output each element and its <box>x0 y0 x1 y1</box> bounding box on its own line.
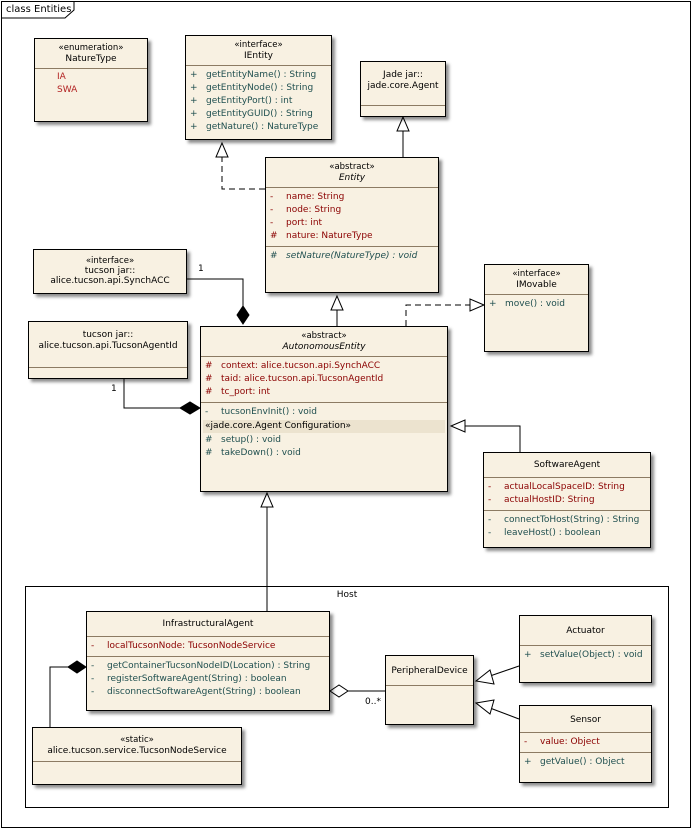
naturetype-name: NatureType <box>65 54 117 64</box>
attribute-row: -node: String <box>270 205 342 215</box>
frame-tab-shape <box>1 1 75 19</box>
host-package-title: Host <box>336 590 358 600</box>
operation-row: #takeDown() : void <box>205 448 301 458</box>
peripheral-arrowhead-sensor <box>474 699 495 715</box>
actuator-extends-peripheral <box>489 665 520 677</box>
operation-row: -disconnectSoftwareAgent(String) : boole… <box>91 687 301 697</box>
agentid-name: alice.tucson.api.TucsonAgentId <box>38 341 178 351</box>
class-sensor[interactable]: Sensor -value: Object +getValue() : Obje… <box>519 705 652 783</box>
naturetype-stereotype: «enumeration» <box>58 43 124 53</box>
operation-row: -connectToHost(String) : String <box>488 515 640 525</box>
peripheral-arrowhead-actuator <box>474 669 495 685</box>
class-jade-agent[interactable]: Jade jar:: jade.core.Agent <box>360 61 446 117</box>
class-ientity[interactable]: «interface» IEntity +getEntityName() : S… <box>185 35 332 140</box>
class-tucson-agent-id[interactable]: tucson jar:: alice.tucson.api.TucsonAgen… <box>28 321 188 379</box>
operation-row: -registerSoftwareAgent(String) : boolean <box>91 674 287 684</box>
agentid-composition-diamond <box>179 401 201 415</box>
softwareagent-name: SoftwareAgent <box>533 460 601 470</box>
jade-agent-name: jade.core.Agent <box>367 81 439 91</box>
ientity-arrowhead <box>215 141 229 158</box>
actuator-name: Actuator <box>566 626 605 636</box>
operation-row: +getNature() : NatureType <box>190 122 319 132</box>
nodeservice-name: alice.tucson.service.TucsonNodeService <box>47 746 227 756</box>
attribute-row: -actualHostID: String <box>488 495 595 505</box>
synchacc-stereotype: «interface» <box>85 256 135 266</box>
jade-agent-package: Jade jar:: <box>383 70 423 80</box>
operation-row: -getContainerTucsonNodeID(Location) : St… <box>91 661 311 671</box>
peripheral-name: PeripheralDevice <box>391 666 468 676</box>
softwareagent-extends-autonomous <box>465 425 521 452</box>
attribute-row: -localTucsonNode: TucsonNodeService <box>91 641 276 651</box>
autonomous-name: AutonomousEntity <box>282 342 366 352</box>
operation-row: -leaveHost() : boolean <box>488 528 601 538</box>
sensor-name: Sensor <box>570 715 601 725</box>
operation-row: +getValue() : Object <box>524 757 625 767</box>
ientity-name: IEntity <box>244 51 273 61</box>
operation-row: +getEntityGUID() : String <box>190 109 313 119</box>
aggregation-diamond <box>329 684 349 698</box>
class-actuator[interactable]: Actuator +setValue(Object) : void <box>519 615 652 683</box>
synchacc-composition <box>187 278 244 306</box>
synchacc-name: alice.tucson.api.SynchACC <box>50 276 170 286</box>
operation-row: +getEntityPort() : int <box>190 96 293 106</box>
synchacc-multiplicity: 1 <box>198 264 204 274</box>
attribute-row: #nature: NatureType <box>270 231 373 241</box>
entity-stereotype: «abstract» <box>329 162 375 172</box>
class-entity[interactable]: «abstract» Entity -name: String -node: S… <box>265 157 439 293</box>
attribute-row: -port: int <box>270 218 323 228</box>
entity-realizes-ientity <box>221 157 265 190</box>
imovable-arrowhead <box>469 298 486 312</box>
operation-row: +getEntityName() : String <box>190 70 317 80</box>
imovable-stereotype: «interface» <box>512 269 561 279</box>
attribute-row: #taid: alice.tucson.api.TucsonAgentId <box>205 374 384 384</box>
peripheral-multiplicity: 0..* <box>365 697 381 707</box>
nodeservice-stereotype: «static» <box>120 735 154 745</box>
sensor-extends-peripheral <box>489 707 520 720</box>
entity-name: Entity <box>338 173 366 183</box>
nodeservice-composition-diamond <box>67 660 87 674</box>
autonomous-stereotype: «abstract» <box>301 331 347 341</box>
enum-literal: SWA <box>57 85 78 95</box>
attribute-row: #tc_port: int <box>205 387 271 397</box>
operation-row: +setValue(Object) : void <box>524 650 643 660</box>
attribute-row: -value: Object <box>524 737 600 747</box>
class-peripheral-device[interactable]: PeripheralDevice <box>385 655 474 725</box>
synchacc-composition-diamond <box>236 305 250 325</box>
attribute-row: -name: String <box>270 192 345 202</box>
agentid-package: tucson jar:: <box>82 330 134 340</box>
operation-row: #setNature(NatureType) : void <box>270 251 418 261</box>
entity-arrowhead <box>330 294 344 311</box>
class-synchacc[interactable]: «interface» tucson jar:: alice.tucson.ap… <box>33 249 187 294</box>
autonomous-arrowhead-software <box>449 419 466 433</box>
operation-row: +getEntityNode() : String <box>190 83 314 93</box>
agentid-composition <box>123 379 180 409</box>
enum-literal: IA <box>57 72 66 82</box>
synchacc-package: tucson jar:: <box>84 266 136 276</box>
autonomous-arrowhead-infra <box>260 491 274 508</box>
imovable-name: IMovable <box>516 280 557 290</box>
operation-row: -tucsonEnvInit() : void <box>205 407 318 417</box>
agentid-multiplicity: 1 <box>111 384 117 394</box>
attribute-row: #context: alice.tucson.api.SynchACC <box>205 361 381 371</box>
class-naturetype[interactable]: «enumeration» NatureType IA SWA <box>34 38 148 122</box>
frame-tab: class Entities <box>1 1 75 19</box>
ientity-stereotype: «interface» <box>234 40 283 50</box>
operation-group-label: «jade.core.Agent Configuration» <box>203 420 445 433</box>
operation-row: #setup() : void <box>205 435 281 445</box>
jade-agent-arrowhead <box>396 115 410 132</box>
class-autonomous-entity[interactable]: «abstract» AutonomousEntity #context: al… <box>200 326 448 492</box>
nodeservice-composition <box>49 666 68 727</box>
frame-title: class Entities <box>6 4 72 15</box>
operation-row: +move() : void <box>489 299 565 309</box>
class-infrastructural-agent[interactable]: InfrastructuralAgent -localTucsonNode: T… <box>86 611 330 711</box>
infraagent-name: InfrastructuralAgent <box>162 619 254 629</box>
autonomous-realizes-imovable <box>405 304 470 326</box>
attribute-row: -actualLocalSpaceID: String <box>488 482 625 492</box>
class-imovable[interactable]: «interface» IMovable +move() : void <box>484 264 589 352</box>
host-package: Host <box>25 586 669 808</box>
class-software-agent[interactable]: SoftwareAgent -actualLocalSpaceID: Strin… <box>483 452 651 548</box>
class-tucson-node-service[interactable]: «static» alice.tucson.service.TucsonNode… <box>32 727 242 785</box>
